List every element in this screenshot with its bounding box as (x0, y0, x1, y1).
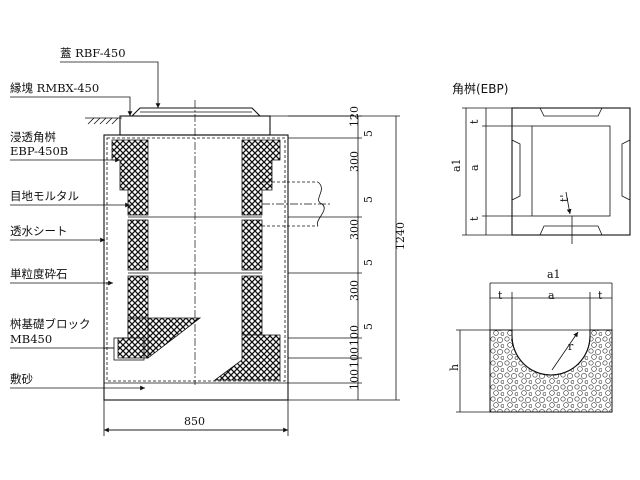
basin-wall-right-lower (241, 275, 263, 336)
dim-100-a: 100 (348, 325, 361, 346)
vertical-dimensions (270, 115, 400, 401)
plan-dim-t-top: t (468, 119, 481, 124)
label-joint-mortar: 目地モルタル (10, 189, 79, 203)
plan-view: 角桝(EBP) a1 t a t t' (450, 81, 631, 244)
base-block-detail: a1 t a t r h (448, 268, 613, 413)
dim-300-lower: 300 (348, 280, 361, 301)
dim-5-d: 5 (362, 323, 375, 330)
detail-dim-r: r (568, 340, 574, 353)
dim-5-a: 5 (362, 130, 375, 137)
base-block-left-foot (113, 337, 145, 361)
basin-wall-right-upper (241, 139, 281, 216)
permeable-sheet-line (106, 137, 286, 382)
basin-wall-left-upper (111, 139, 149, 216)
base-block-slope (147, 317, 202, 359)
dim-5-b: 5 (362, 196, 375, 203)
plan-dim-t-prime: t' (558, 195, 571, 202)
label-basin-line2: EBP-450B (10, 144, 68, 158)
dim-850: 850 (184, 415, 205, 428)
detail-dim-t-left: t (498, 289, 503, 302)
detail-dim-a: a (548, 289, 555, 302)
dim-300-upper: 300 (348, 151, 361, 172)
dim-5-c: 5 (362, 259, 375, 266)
label-leaders (10, 61, 161, 391)
plan-dim-al: a1 (450, 158, 463, 172)
plan-dim-a: a (468, 164, 481, 171)
label-basin-line1: 浸透角桝 (10, 130, 56, 144)
base-block-right (213, 334, 281, 381)
plan-dim-t-bottom: t (468, 216, 481, 221)
section-view: 蓋 RBF-450 縁塊 RMBX-450 浸透角桝 EBP-450B 目地モル… (10, 46, 407, 436)
label-base-block-line2: MB450 (10, 332, 52, 346)
plan-outer (511, 107, 631, 236)
label-sand: 敷砂 (10, 372, 33, 386)
dim-120: 120 (348, 106, 361, 127)
base-block-body (489, 329, 613, 413)
detail-dim-t-right: t (598, 289, 603, 302)
plan-inner (531, 125, 611, 217)
dim-1240: 1240 (394, 222, 407, 250)
detail-dim-al: a1 (547, 268, 561, 281)
dim-100-b: 100 (348, 347, 361, 368)
label-curb: 縁塊 RMBX-450 (10, 81, 99, 95)
label-crushed-stone: 単粒度砕石 (10, 267, 68, 281)
detail-dim-h: h (448, 364, 461, 371)
label-lid: 蓋 RBF-450 (60, 46, 126, 60)
dim-300-middle: 300 (348, 219, 361, 240)
label-permeable-sheet: 透水シート (10, 224, 68, 238)
dim-100-c: 100 (348, 369, 361, 390)
plan-title: 角桝(EBP) (452, 81, 508, 96)
basin-wall-right-middle (241, 219, 263, 271)
basin-wall-left-middle (127, 219, 149, 271)
ground-hatch (85, 117, 122, 125)
width-dimension (103, 400, 289, 436)
label-base-block-line1: 桝基礎ブロック (10, 317, 91, 331)
lid (131, 107, 261, 117)
